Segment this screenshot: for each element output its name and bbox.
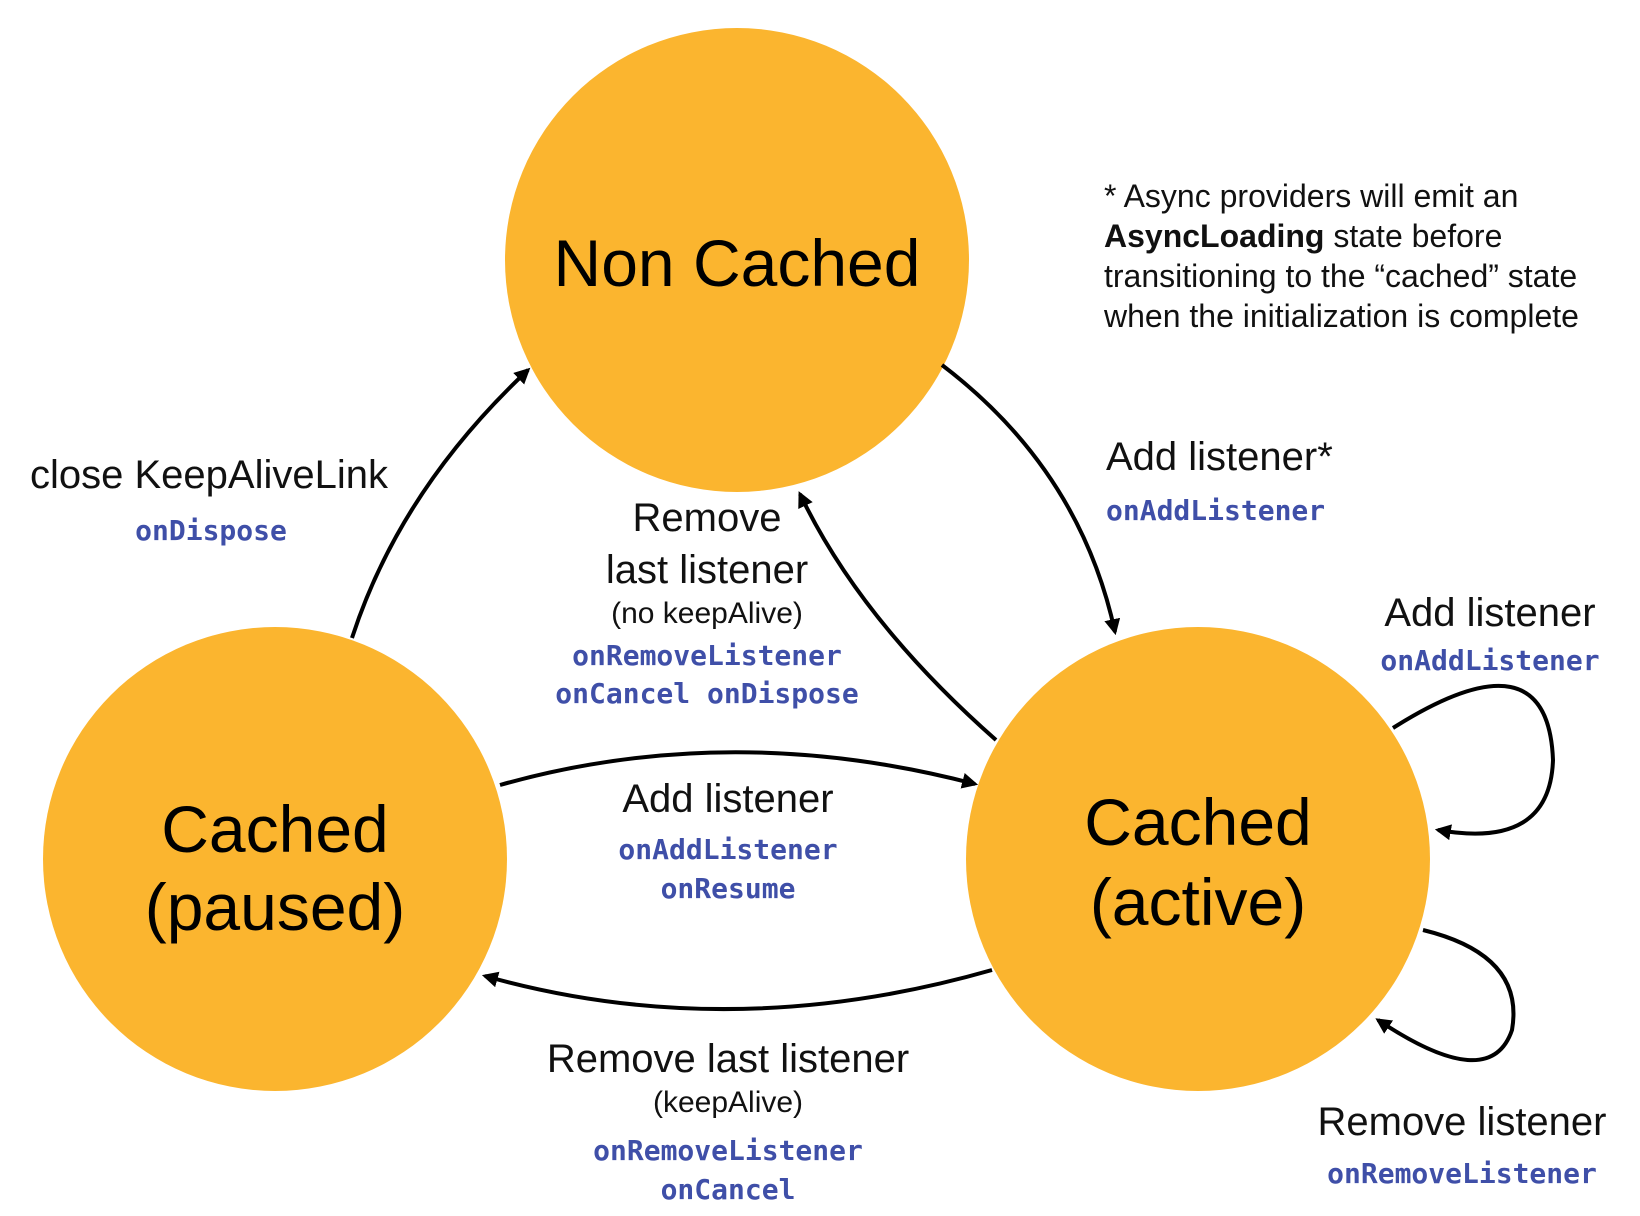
callback-onaddlistener-middle: onAddListener (618, 833, 837, 866)
label-close-keepalive: close KeepAliveLink (30, 453, 389, 497)
callback-onremovelistener-center: onRemoveListener (572, 639, 842, 672)
note-line3: transitioning to the “cached” state (1104, 258, 1578, 294)
arrow-self-remove (1375, 928, 1516, 1062)
label-no-keepalive: (no keepAlive) (611, 597, 803, 630)
note-line2: AsyncLoading state before (1104, 216, 1624, 256)
state-non-cached-label: Non Cached (554, 226, 921, 300)
callback-ondispose: onDispose (135, 514, 287, 547)
label-remove-line1: Remove (633, 496, 782, 540)
arrow-active-to-paused (481, 968, 993, 1012)
state-cached-paused-line2: (paused) (145, 870, 406, 944)
note-line2-rest: state before (1324, 218, 1503, 254)
state-cached-paused-line1: Cached (161, 792, 389, 866)
callback-oncancel-bottom: onCancel (661, 1173, 796, 1206)
label-add-listener-star: Add listener* (1106, 435, 1333, 479)
async-note: * Async providers will emit an AsyncLoad… (1104, 176, 1624, 336)
arrow-active-to-noncached (798, 491, 998, 742)
callback-onresume: onResume (661, 872, 796, 905)
arrow-paused-to-noncached (350, 367, 531, 639)
label-keepalive: (keepAlive) (653, 1086, 803, 1119)
callback-onaddlistener-self: onAddListener (1380, 644, 1599, 677)
callback-onremovelistener-bottom: onRemoveListener (593, 1134, 863, 1167)
arrow-noncached-to-active (940, 363, 1121, 636)
callback-oncancel-ondispose: onCancel onDispose (555, 677, 858, 710)
label-add-listener-resume: Add listener (622, 777, 833, 821)
note-line4: when the initialization is complete (1104, 298, 1579, 334)
arrow-paused-to-active (499, 750, 979, 789)
note-line1: * Async providers will emit an (1104, 178, 1519, 214)
state-cached-active-line1: Cached (1084, 785, 1312, 859)
state-cached-active: Cached (active) (966, 627, 1430, 1091)
label-self-remove: Remove listener (1317, 1100, 1606, 1144)
state-cached-active-line2: (active) (1090, 865, 1306, 939)
callback-onaddlistener-top: onAddListener (1106, 494, 1325, 527)
note-bold-asyncloading: AsyncLoading (1104, 218, 1325, 254)
state-non-cached: Non Cached (505, 28, 969, 492)
callback-onremovelistener-self: onRemoveListener (1327, 1157, 1597, 1190)
label-self-add: Add listener (1384, 591, 1595, 635)
label-remove-line2: last listener (606, 548, 808, 592)
label-remove-last-keepalive: Remove last listener (547, 1037, 909, 1081)
arrow-self-add (1391, 683, 1556, 841)
state-cached-paused: Cached (paused) (43, 627, 507, 1091)
